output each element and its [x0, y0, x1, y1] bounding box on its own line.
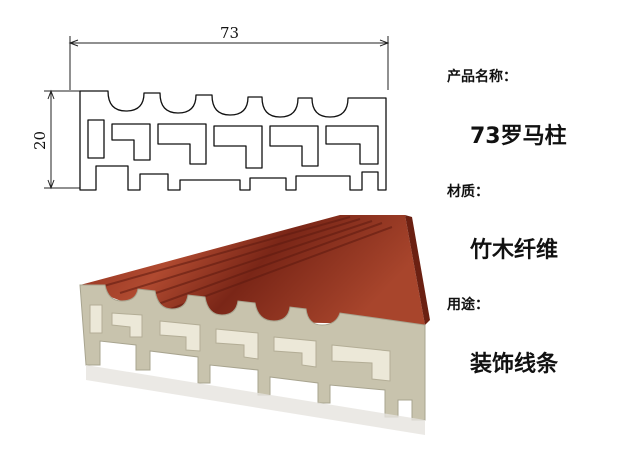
material-value: 竹木纤维 — [470, 238, 559, 263]
profile-drawing: 73 20 — [31, 24, 390, 191]
width-value: 73 — [220, 24, 239, 42]
material-label: 材质： — [447, 184, 489, 200]
profile-outline — [79, 90, 387, 191]
product-name-label: 产品名称： — [447, 69, 517, 85]
width-dimension — [68, 36, 390, 90]
usage-value: 装饰线条 — [470, 352, 559, 377]
product-photo — [79, 215, 430, 435]
usage-label: 用途： — [447, 297, 489, 313]
height-dimension — [44, 89, 80, 190]
product-name-value: 73罗马柱 — [470, 124, 567, 149]
height-value: 20 — [31, 131, 49, 150]
